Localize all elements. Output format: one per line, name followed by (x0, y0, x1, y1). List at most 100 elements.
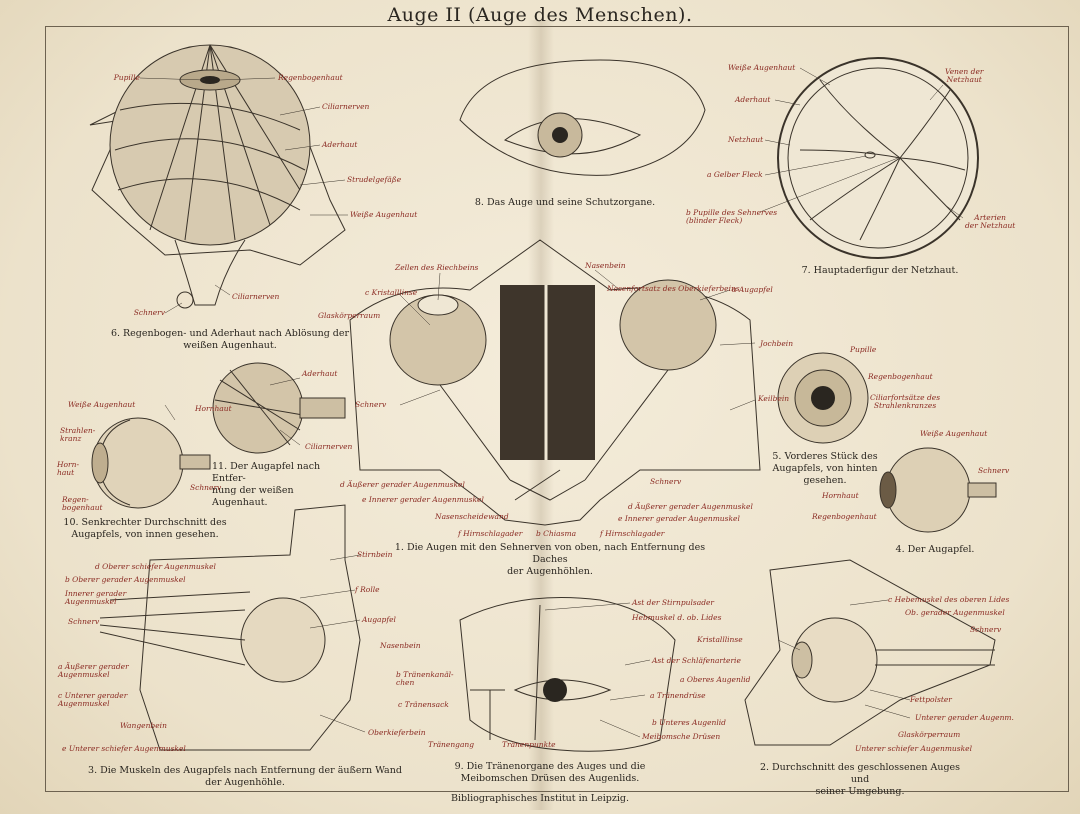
label-oberkieferbein-fig3: Oberkieferbein (368, 728, 426, 737)
caption-fig1: 1. Die Augen mit den Sehnerven von oben,… (394, 542, 706, 577)
caption-fig2: 2. Durchschnitt des geschlossenen Auges … (759, 762, 961, 797)
label-chiasma: b Chiasma (536, 529, 577, 538)
label-jochbein-fig1: Jochbein (760, 339, 794, 348)
label-schnerv-right-fig1: Schnerv (650, 477, 682, 486)
label-ciliarfortsaetze: Ciliarfortsätze des Strahlenkranzes (870, 393, 941, 410)
label-blinder-fleck-fig7: b Pupille des Sehnerves (blinder Fleck) (686, 208, 778, 225)
caption-fig8: 8. Das Auge und seine Schutzorgane. (474, 197, 656, 208)
label-pupille-fig5: Pupille (850, 345, 877, 354)
label-schnerv-fig2: Schnerv (970, 625, 1002, 634)
fig5-drawing (777, 352, 869, 444)
label-rolle: f Rolle (355, 585, 380, 594)
label-hirnschlagader-left: f Hirnschlagader (458, 529, 523, 538)
label-augapfel-fig1: a Augapfel (732, 285, 773, 294)
label-aeusserer-left-fig1: d Äußerer gerader Augenmuskel (340, 480, 465, 489)
label-aderhaut-fig7: Aderhaut (735, 95, 771, 104)
label-strudelgefaesse-fig6: Strudelgefäße (347, 175, 402, 184)
label-ciliarnerven-fig11: Ciliarnerven (305, 442, 353, 451)
label-ciliarnerven-lower-fig6: Ciliarnerven (232, 292, 280, 301)
label-innerer-left-fig1: e Innerer gerader Augenmuskel (362, 495, 484, 504)
fig2-drawing (744, 559, 996, 746)
fig7-drawing (777, 57, 979, 259)
label-regenbogenhaut-fig6: Regenbogenhaut (278, 73, 343, 82)
label-kristalllinse-fig2: Kristalllinse (697, 635, 743, 644)
label-hebmuskel-fig9: Hebmuskel d. ob. Lides (632, 613, 722, 622)
caption-fig5: 5. Vorderes Stück des Augapfels, von hin… (772, 451, 878, 486)
label-gelber-fleck-fig7: a Gelber Fleck (707, 170, 763, 179)
label-weisse-augenhaut-fig6: Weiße Augenhaut (350, 210, 418, 219)
label-unterer-gerader-fig2: Unterer gerader Augenm. (915, 713, 1014, 722)
fig8-drawing (459, 59, 706, 176)
label-traenensack: c Tränensack (398, 700, 449, 709)
label-hornhaut-fig4: Hornhaut (822, 491, 859, 500)
label-fettpolster: Fettpolster (910, 695, 952, 704)
caption-fig11: 11. Der Augapfel nach Entfer- nung der w… (212, 461, 321, 508)
label-weisse-augenhaut-fig4: Weiße Augenhaut (920, 429, 988, 438)
fig9-drawing (459, 597, 676, 752)
label-weisse-augenhaut-fig10: Weiße Augenhaut (68, 400, 136, 409)
label-aeusserer-gerader-fig3: a Äußerer gerader Augenmuskel (58, 662, 129, 679)
label-unterer-gerader-fig3: c Unterer gerader Augenmuskel (58, 691, 128, 708)
label-zellen-riechbeins: Zellen des Riechbeins (395, 263, 479, 272)
label-stirnbein-fig3: Stirnbein (357, 550, 393, 559)
label-innerer-gerader-fig3: Innerer gerader Augenmuskel (65, 589, 127, 606)
label-innerer-right-fig1: e Innerer gerader Augenmuskel (618, 514, 740, 523)
label-traenenpunkte: Tränenpunkte (502, 740, 556, 749)
label-strahlenkranz-fig10: Strahlen- kranz (60, 426, 96, 443)
caption-fig9: 9. Die Tränenorgane des Auges und die Me… (454, 761, 646, 784)
label-augapfel-fig3: Augapfel (362, 615, 396, 624)
label-netzhaut-fig7: Netzhaut (728, 135, 764, 144)
label-nasenfortsatz: Nasenfortsatz des Oberkieferbeins (607, 284, 740, 293)
caption-fig10: 10. Senkrechter Durchschnitt des Augapfe… (63, 517, 227, 540)
fig3-drawing (99, 504, 361, 751)
leader-lines (139, 67, 964, 738)
label-ast-stirnpulsader: Ast der Stirnpulsader (632, 598, 715, 607)
label-traenenkanaelchen: b Tränenkanäl- chen (396, 670, 454, 687)
label-weisse-augenhaut-fig7: Weiße Augenhaut (728, 63, 796, 72)
label-oberer-gerader-fig3: b Oberer gerader Augenmuskel (65, 575, 186, 584)
label-ast-schlaefenarterie: Ast der Schläfenarterie (652, 656, 741, 665)
label-regenbogenhaut-fig10: Regen- bogenhaut (62, 495, 103, 512)
label-aderhaut-fig6: Aderhaut (322, 140, 358, 149)
label-unterer-schiefer-fig2: Unterer schiefer Augenmuskel (855, 744, 972, 753)
label-nasenscheidewand: Nasenscheidewand (435, 512, 509, 521)
label-aeusserer-right-fig1: d Äußerer gerader Augenmuskel (628, 502, 753, 511)
label-keilbein-fig1: Keilbein (758, 394, 790, 403)
label-hirnschlagader-right: f Hirnschlagader (600, 529, 665, 538)
label-hornhaut-fig11: Hornhaut (195, 404, 232, 413)
label-aderhaut-fig11: Aderhaut (302, 369, 338, 378)
label-schnerv-fig10: Schnerv (190, 483, 222, 492)
label-unteres-augenlid: b Unteres Augenlid (652, 718, 726, 727)
label-pupille-fig6: Pupille (113, 73, 140, 82)
label-ob-gerader-fig2: Ob. gerader Augenmuskel (905, 608, 1005, 617)
label-kristalllinse-fig1: c Kristalllinse (365, 288, 418, 297)
label-venen-fig7: Venen der Netzhaut (945, 67, 984, 84)
label-traenengang: Tränengang (428, 740, 475, 749)
caption-fig3: 3. Die Muskeln des Augapfels nach Entfer… (88, 765, 402, 788)
label-arterien-fig7: Arterien der Netzhaut (965, 213, 1016, 230)
label-traenendruese: a Tränendrüse (650, 691, 706, 700)
label-meibomsche-druesen: Meibomsche Drüsen (642, 732, 721, 741)
caption-fig7: 7. Hauptaderfigur der Netzhaut. (801, 265, 959, 276)
label-nasenbein-fig1: Nasenbein (585, 261, 626, 270)
plate-frame (45, 26, 1069, 792)
label-schnerv-left-fig1: Schnerv (355, 400, 387, 409)
label-wangenbein-fig3: Wangenbein (120, 721, 167, 730)
plate-title: Auge II (Auge des Menschen). (387, 4, 693, 26)
label-regenbogenhaut-fig5: Regenbogenhaut (868, 372, 933, 381)
label-hebemuskel-fig2: c Hebemuskel des oberen Lides (888, 595, 1010, 604)
label-glaskoerperraum-fig2: Glaskörperraum (898, 730, 961, 739)
label-schnerv-fig3: Schnerv (68, 617, 100, 626)
label-regenbogenhaut-fig4: Regenbogenhaut (812, 512, 877, 521)
caption-fig6: 6. Regenbogen- und Aderhaut nach Ablösun… (110, 328, 350, 351)
label-ciliarnerven-fig6: Ciliarnerven (322, 102, 370, 111)
fig1-drawing (349, 239, 761, 526)
fig6-drawing (89, 44, 346, 309)
fig4-drawing (879, 447, 997, 533)
label-unterer-schiefer-fig3: e Unterer schiefer Augenmuskel (62, 744, 186, 753)
label-nasenbein-fig3: Nasenbein (380, 641, 421, 650)
label-hornhaut-fig10: Horn- haut (57, 460, 80, 477)
fig10-drawing (91, 417, 211, 509)
label-oberes-augenlid: a Oberes Augenlid (680, 675, 751, 684)
